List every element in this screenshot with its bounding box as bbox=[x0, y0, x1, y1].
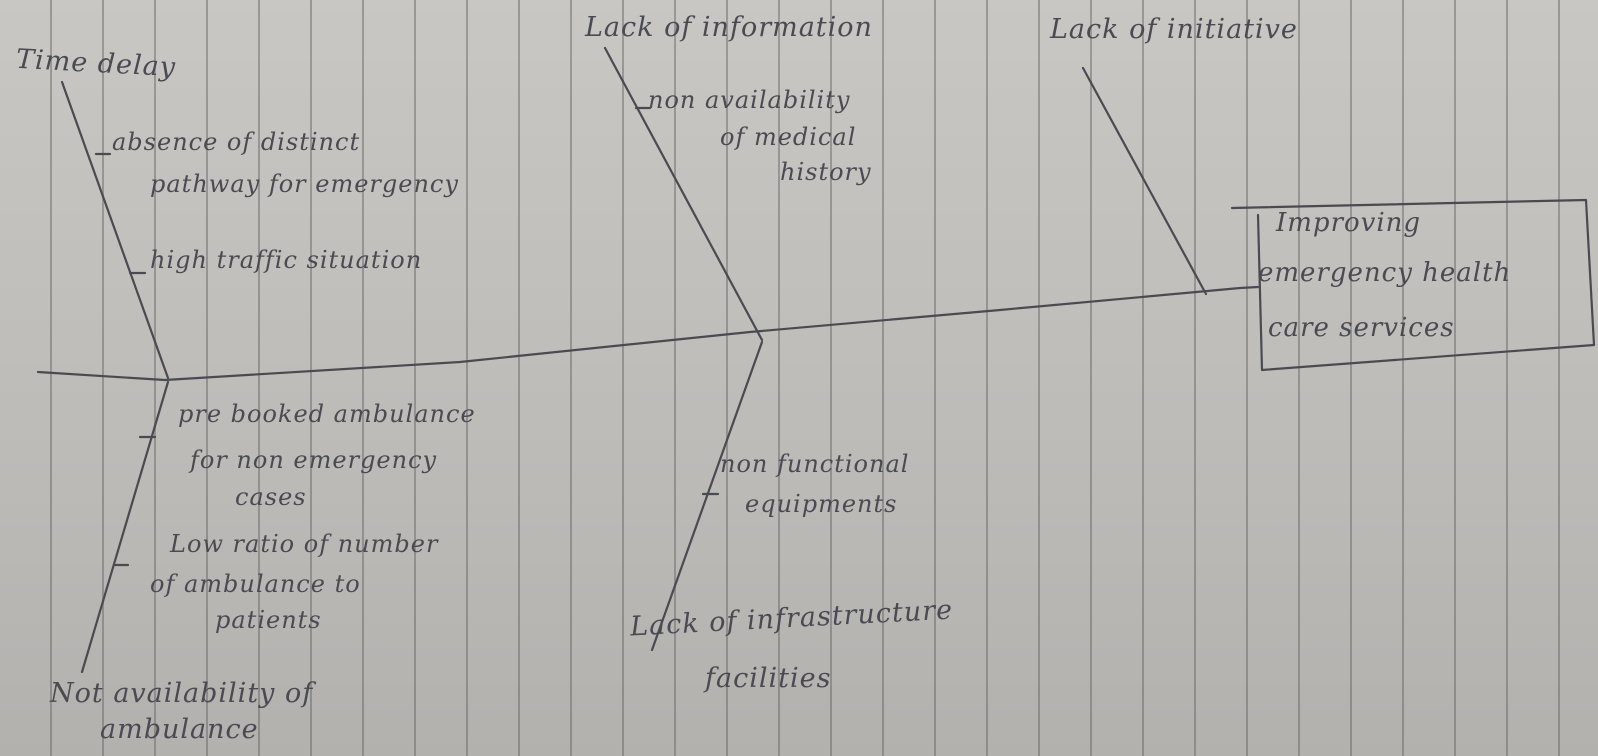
cause-infrastructure-1-line-1: non functional bbox=[720, 450, 910, 478]
category-label-lack-of-initiative: Lack of initiative bbox=[1050, 14, 1298, 45]
cause-information-1-line-2: of medical bbox=[720, 123, 857, 151]
cause-information-1-line-1: non availability bbox=[648, 86, 851, 114]
effect-box-outline bbox=[1230, 198, 1596, 372]
cause-ambulance-2-line-2: of ambulance to bbox=[150, 570, 361, 598]
bone-lack-of-infrastructure bbox=[650, 340, 764, 652]
category-label-lack-of-information: Lack of information bbox=[585, 12, 873, 43]
category-label-time-delay: Time delay bbox=[15, 43, 177, 84]
cause-time-delay-2-line-1: high traffic situation bbox=[150, 246, 423, 274]
cause-information-1-line-3: history bbox=[780, 158, 872, 186]
effect-line-1: Improving bbox=[1276, 208, 1422, 238]
bone-time-delay bbox=[60, 80, 170, 380]
category-label-not-availability-line-1: Not availability of bbox=[50, 678, 314, 709]
category-label-not-availability-line-2: ambulance bbox=[100, 714, 259, 745]
category-label-lack-of-infrastructure-line-2: facilities bbox=[705, 663, 832, 694]
cause-infrastructure-1-line-2: equipments bbox=[745, 490, 898, 518]
effect-line-2: emergency health bbox=[1258, 258, 1512, 288]
cause-ambulance-1-line-3: cases bbox=[235, 483, 307, 511]
bone-lack-of-initiative bbox=[1081, 66, 1208, 296]
effect-line-3: care services bbox=[1268, 313, 1455, 343]
cause-time-delay-1-line-2: pathway for emergency bbox=[150, 170, 459, 198]
bone-not-availability-ambulance bbox=[80, 380, 170, 674]
cause-ambulance-2-line-1: Low ratio of number bbox=[170, 530, 439, 558]
fishbone-spine bbox=[36, 285, 1260, 382]
cause-time-delay-1-line-1: absence of distinct bbox=[112, 128, 361, 156]
cause-ambulance-2-line-3: patients bbox=[215, 606, 322, 634]
cause-ambulance-1-line-1: pre booked ambulance bbox=[178, 400, 476, 428]
bone-lack-of-information bbox=[603, 46, 764, 342]
cause-ambulance-1-line-2: for non emergency bbox=[190, 446, 438, 474]
